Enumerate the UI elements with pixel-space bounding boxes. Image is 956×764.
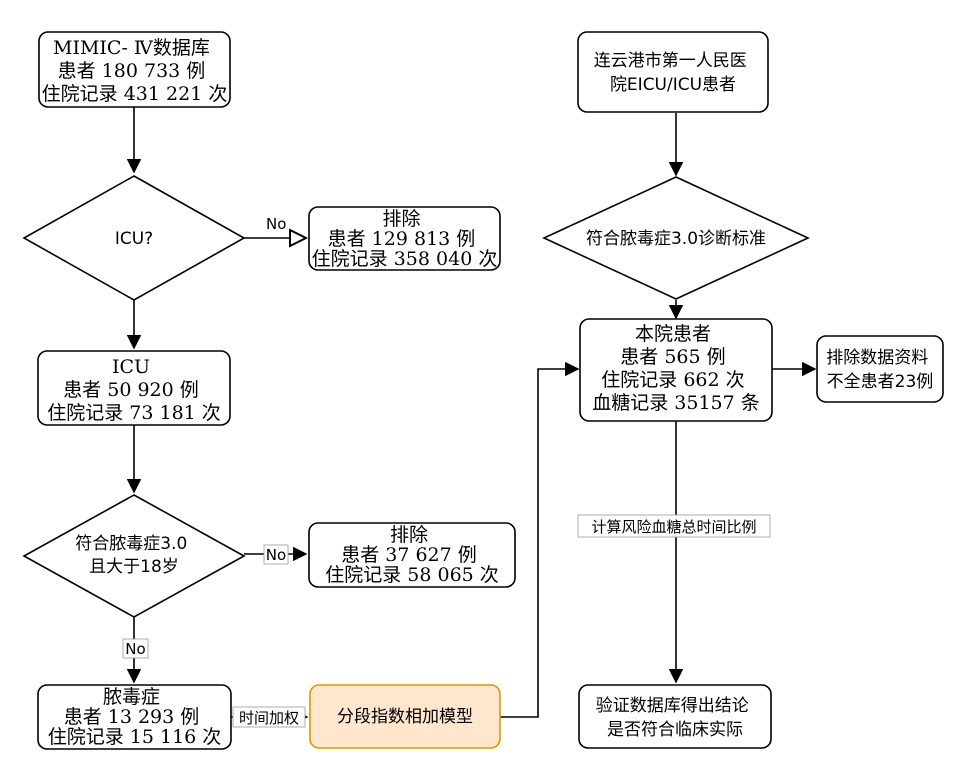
node-mimic: MIMIC- Ⅳ数据库 患者 180 733 例 住院记录 431 221 次 <box>38 31 231 108</box>
exclude-2-line-1: 排除 <box>390 524 428 546</box>
sepsis-line-1: 脓毒症 <box>103 686 160 708</box>
icu-line-3: 住院记录 73 181 次 <box>47 402 221 424</box>
node-validate: 验证数据库得出结论 是否符合临床实际 <box>578 684 772 749</box>
sepsis-question-line-1: 符合脓毒症3.0 <box>75 534 187 554</box>
validate-line-2: 是否符合临床实际 <box>607 720 743 740</box>
local-line-2: 患者 565 例 <box>620 346 725 368</box>
svg-text:排除数据资料 不全患者23例: 排除数据资料 不全患者23例 <box>826 348 933 392</box>
lianyungang-line-2: 院EICU/ICU患者 <box>610 75 736 95</box>
validate-line-1: 验证数据库得出结论 <box>596 696 749 716</box>
svg-text:连云港市第一人民医 院EICU/ICU患者: 连云港市第一人民医 院EICU/ICU患者 <box>594 51 752 95</box>
edge-label-time-weight: 时间加权 <box>239 709 299 727</box>
node-lianyungang: 连云港市第一人民医 院EICU/ICU患者 <box>577 31 769 113</box>
svg-text:验证数据库得出结论 是否符合临床实际: 验证数据库得出结论 是否符合临床实际 <box>596 696 754 740</box>
node-sepsis-standard: 符合脓毒症3.0诊断标准 <box>542 176 810 300</box>
svg-text:符合脓毒症3.0 且大于18岁: 符合脓毒症3.0 且大于18岁 <box>75 534 192 577</box>
exclude-1-line-3: 住院记录 358 040 次 <box>312 248 498 270</box>
exclude-3-line-2: 不全患者23例 <box>827 372 934 392</box>
svg-text:本院患者 患者 565 例 住院记录: 本院患者 患者 565 例 住院记录 662 次 血糖记录 35157 条 <box>592 323 760 414</box>
icu-question-label: ICU? <box>115 229 153 249</box>
icu-line-1: ICU <box>112 356 150 378</box>
svg-text:MIMIC- Ⅳ数据库 患者 180 733 例: MIMIC- Ⅳ数据库 患者 180 733 例 住院记录 431 221 次 <box>42 37 228 105</box>
node-exclude-2: 排除 患者 37 627 例 住院记录 58 065 次 <box>308 522 516 588</box>
lianyungang-line-1: 连云港市第一人民医 <box>594 51 747 71</box>
node-icu: ICU 患者 50 920 例 住院记录 73 181 次 <box>37 350 231 426</box>
icu-line-2: 患者 50 920 例 <box>63 379 199 401</box>
local-line-1: 本院患者 <box>635 323 711 345</box>
svg-text:排除 患者 129 813 例 住院: 排除 患者 129 813 例 住院记录 358 040 次 <box>312 208 498 270</box>
edge-label-sepsis-no-down: No <box>125 640 145 658</box>
exclude-3-line-1: 排除数据资料 <box>826 348 928 368</box>
exclude-1-line-1: 排除 <box>382 208 420 230</box>
node-local-patients: 本院患者 患者 565 例 住院记录 662 次 血糖记录 35157 条 <box>579 318 773 422</box>
local-line-4: 血糖记录 35157 条 <box>592 392 760 414</box>
mimic-line-2: 患者 180 733 例 <box>58 60 206 82</box>
edge-label-sepsis-no-right: No <box>266 546 286 564</box>
exclude-2-line-3: 住院记录 58 065 次 <box>325 564 499 586</box>
mimic-line-3: 住院记录 431 221 次 <box>42 83 228 105</box>
node-exclude-3: 排除数据资料 不全患者23例 <box>816 335 944 403</box>
edge-model-to-local <box>500 361 580 718</box>
node-icu-question: ICU? <box>22 175 246 301</box>
svg-text:排除 患者 37 627 例 住院记: 排除 患者 37 627 例 住院记录 58 065 次 <box>325 524 499 586</box>
node-model: 分段指数相加模型 <box>309 684 501 749</box>
edge-label-icu-no: No <box>266 215 286 233</box>
sepsis-question-line-2: 且大于18岁 <box>89 557 179 577</box>
svg-text:脓毒症 患者 13 293 例 住院: 脓毒症 患者 13 293 例 住院记录 15 116 次 <box>48 686 222 748</box>
node-sepsis-question: 符合脓毒症3.0 且大于18岁 <box>22 494 246 618</box>
exclude-1-line-2: 患者 129 813 例 <box>328 228 476 250</box>
node-sepsis: 脓毒症 患者 13 293 例 住院记录 15 116 次 <box>37 684 232 750</box>
sepsis-line-3: 住院记录 15 116 次 <box>48 726 222 748</box>
exclude-2-line-2: 患者 37 627 例 <box>341 544 477 566</box>
sepsis-line-2: 患者 13 293 例 <box>64 706 200 728</box>
node-exclude-1: 排除 患者 129 813 例 住院记录 358 040 次 <box>308 206 501 271</box>
sepsis-standard-label: 符合脓毒症3.0诊断标准 <box>586 229 766 249</box>
local-line-3: 住院记录 662 次 <box>601 369 744 391</box>
svg-text:ICU 患者 50 920 例 住院: ICU 患者 50 920 例 住院记录 73 181 次 <box>47 356 221 424</box>
model-label: 分段指数相加模型 <box>337 707 473 727</box>
edge-label-calc-ratio: 计算风险血糖总时间比例 <box>591 518 756 536</box>
mimic-line-1: MIMIC- Ⅳ数据库 <box>53 37 210 59</box>
